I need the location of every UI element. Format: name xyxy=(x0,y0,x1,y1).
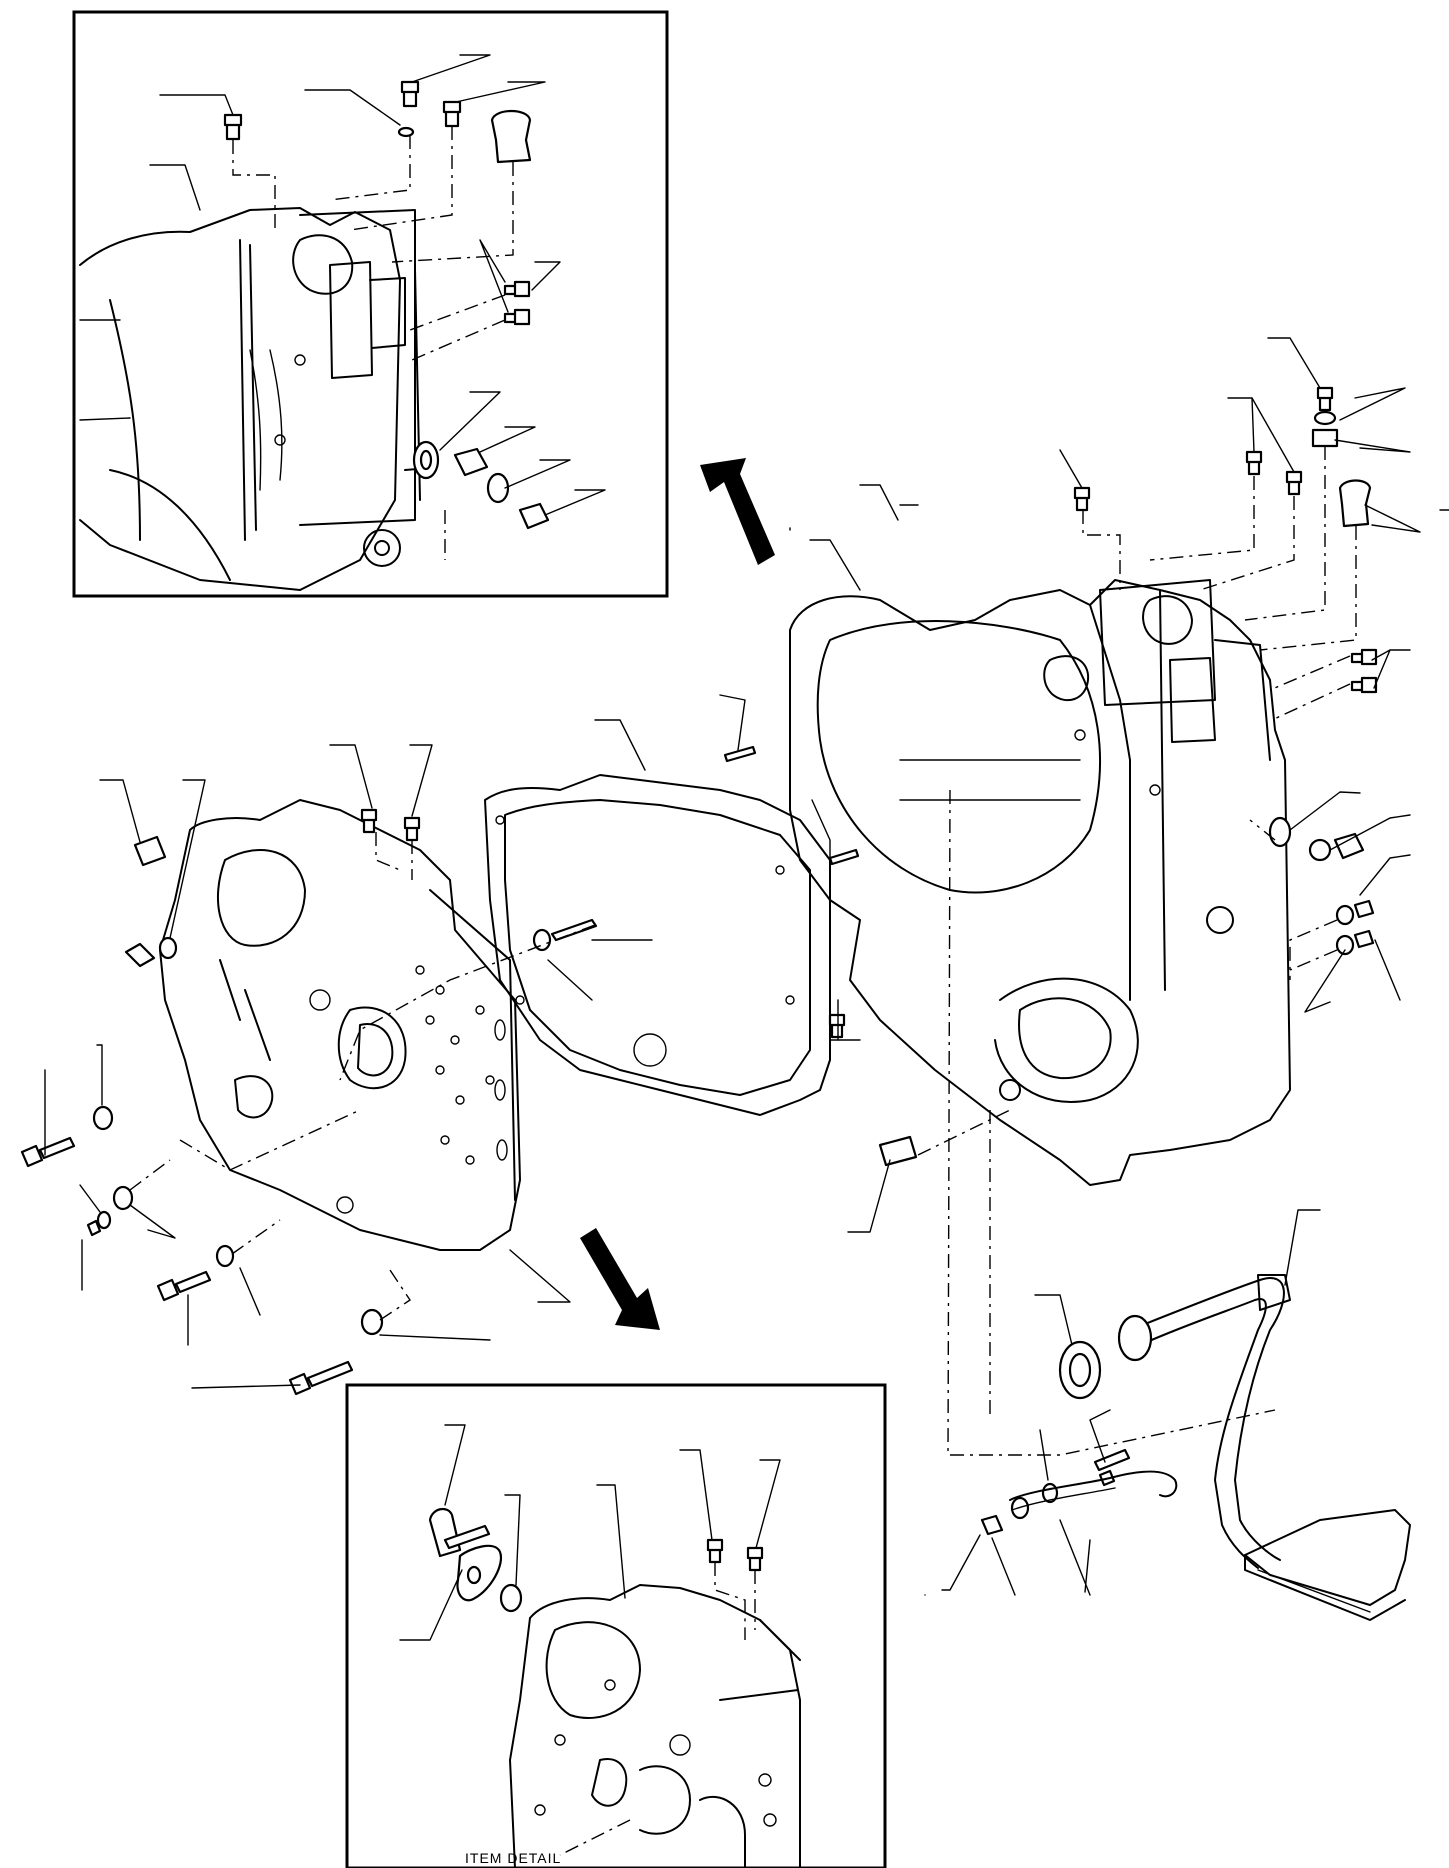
transmission-housing xyxy=(789,579,1291,1186)
arrow-up-left-icon xyxy=(700,458,775,565)
inset-parts-top xyxy=(223,80,550,530)
assembly-guide-lines xyxy=(129,446,1357,1456)
port-holes xyxy=(415,965,495,1165)
callout-leader-lines xyxy=(44,337,1421,1596)
figure-footer-label: ITEM DETAIL xyxy=(465,1850,562,1866)
fill-tube-assembly xyxy=(980,1274,1411,1621)
inset-parts-bottom xyxy=(428,1507,764,1613)
inset-leaders-bottom xyxy=(399,1424,781,1856)
inset-leaders-top xyxy=(149,54,606,560)
gasket xyxy=(484,774,831,1116)
plate-edge-ports xyxy=(494,1019,508,1161)
arrow-down-right-icon xyxy=(580,1228,660,1330)
front-cover-plate xyxy=(159,799,521,1251)
detail-box-top-left xyxy=(72,10,669,598)
loose-parts xyxy=(20,386,1378,1396)
inset-cover-plate xyxy=(509,1584,801,1868)
inset-housing-top xyxy=(79,207,431,591)
detail-box-bottom xyxy=(345,1383,887,1868)
